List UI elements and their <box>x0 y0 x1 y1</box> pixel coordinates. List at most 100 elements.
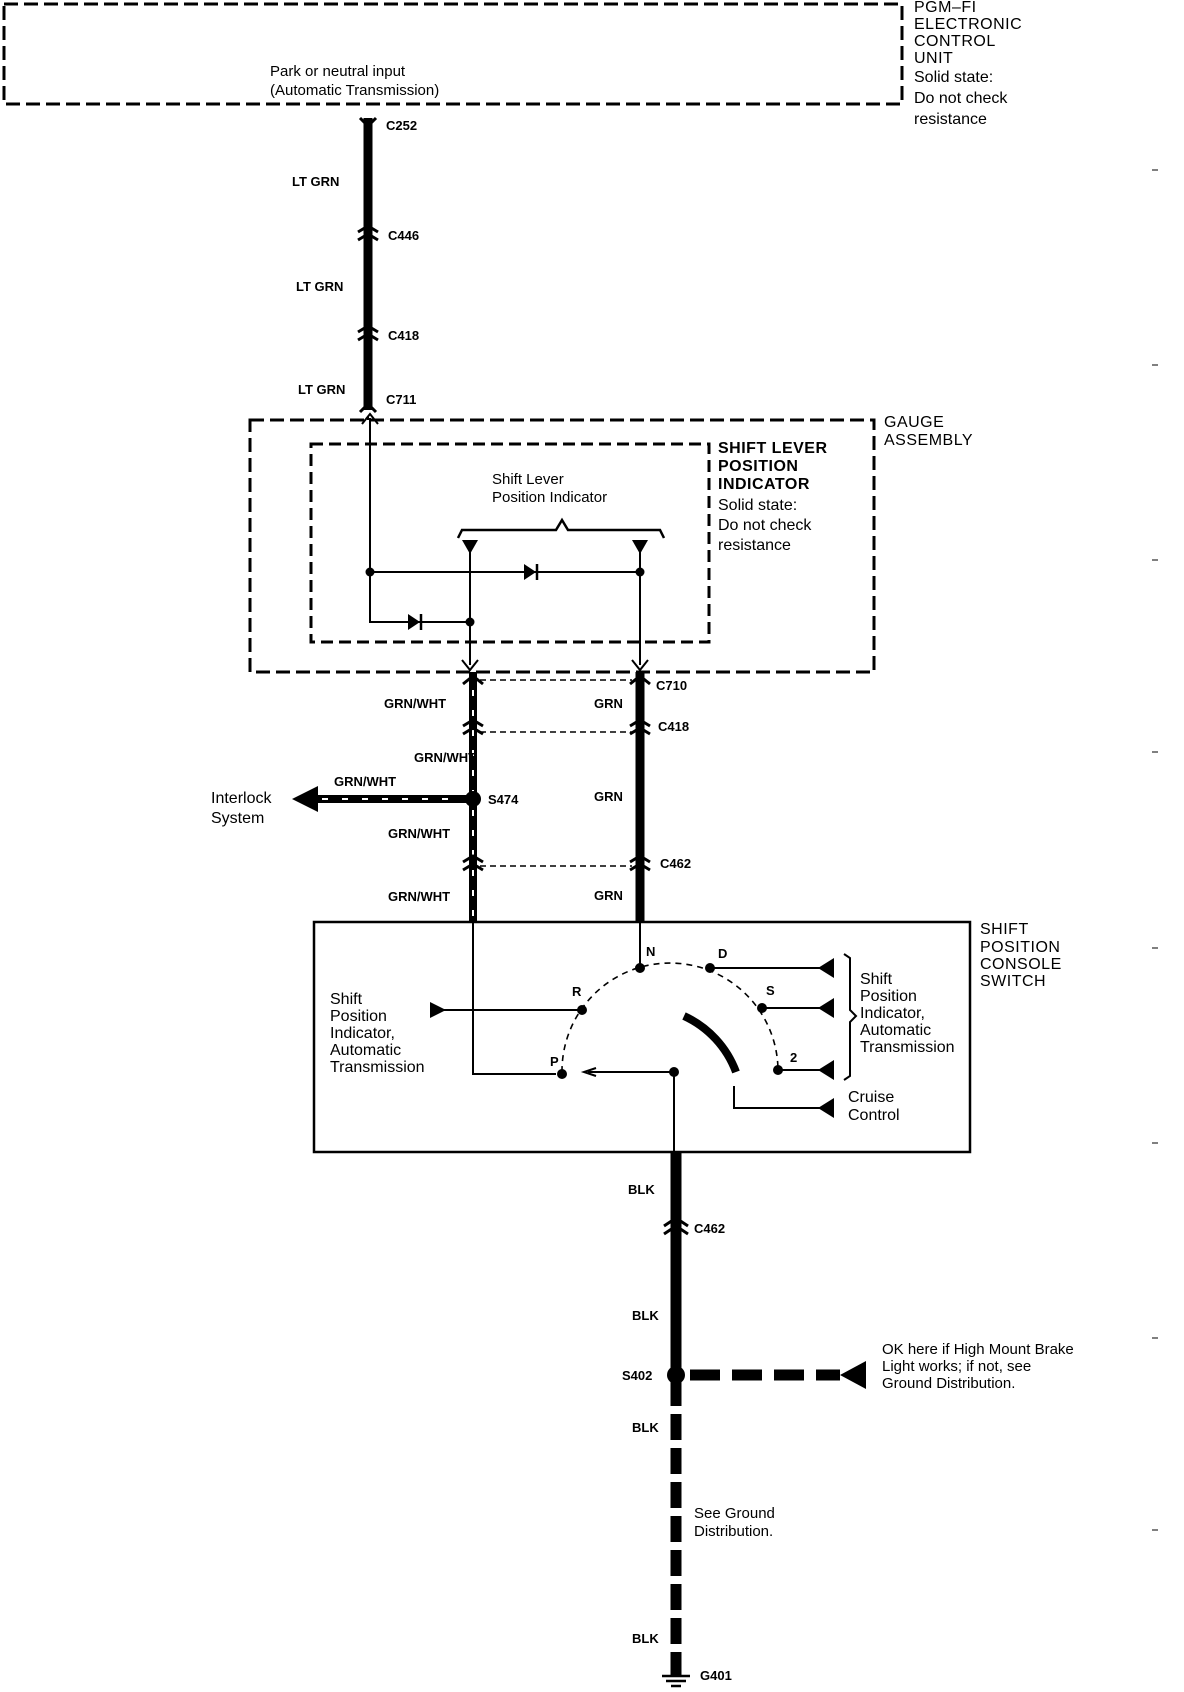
ground-dist-note-1: See Ground <box>694 1505 775 1522</box>
gauge-assembly-box <box>248 418 876 674</box>
position-dot-s <box>757 1003 767 1013</box>
console-switch-circuit <box>436 922 820 1152</box>
right-output-arrow-s-icon <box>818 998 834 1018</box>
splice-s402 <box>667 1366 685 1384</box>
connector-c462-low-label: C462 <box>694 1221 725 1236</box>
shift-lever-brace <box>456 517 666 539</box>
connector-c418-mid-label: C418 <box>658 719 689 734</box>
connector-c418-top-label: C418 <box>388 328 419 343</box>
ecu-name-1: PGM–FI <box>914 0 977 16</box>
ecu-input-label-1: Park or neutral input <box>270 63 406 80</box>
shift-lever-indicator-note-2: Do not check <box>718 517 812 534</box>
connector-c711 <box>358 401 378 414</box>
left-label-1: Shift <box>330 991 363 1008</box>
connector-c418-top <box>357 324 379 342</box>
wire-label-blk-4: BLK <box>632 1631 659 1646</box>
shift-lever-indicator-box <box>309 442 711 644</box>
position-label-n: N <box>646 944 655 959</box>
wire-label-blk-2: BLK <box>632 1308 659 1323</box>
right-label-1: Shift <box>860 971 893 988</box>
position-label-p: P <box>550 1054 559 1069</box>
right-label-4: Automatic <box>860 1022 931 1039</box>
wiper-pivot-dot <box>669 1067 679 1077</box>
cruise-label-1: Cruise <box>848 1089 894 1106</box>
shift-lever-inner-label-2: Position Indicator <box>492 489 607 506</box>
diode-lower-icon <box>408 614 423 630</box>
connector-c446 <box>357 224 379 242</box>
left-label-2: Position <box>330 1008 387 1025</box>
position-dot-n <box>635 963 645 973</box>
wiper-arrow-icon <box>580 1067 597 1077</box>
ecu-note-1: Solid state: <box>914 69 993 86</box>
shift-lever-indicator-name-3: INDICATOR <box>718 476 810 493</box>
wire-label-grn-wht-branch: GRN/WHT <box>334 774 396 789</box>
connector-c710 <box>462 674 651 686</box>
interlock-label-2: System <box>211 810 264 827</box>
console-switch: SHIFT POSITION CONSOLE SWITCH P R N D S <box>312 920 1062 1154</box>
console-switch-name-3: CONSOLE <box>980 956 1062 973</box>
connector-c462-mid-label: C462 <box>660 856 691 871</box>
junction-dot <box>465 617 475 627</box>
ground-g401-label: G401 <box>700 1668 732 1683</box>
wire-label-grn-wht-4: GRN/WHT <box>388 889 450 904</box>
position-label-2: 2 <box>790 1050 797 1065</box>
splice-s474 <box>465 791 481 807</box>
left-label-4: Automatic <box>330 1042 401 1059</box>
ecu-note-2: Do not check <box>914 90 1008 107</box>
connector-c252-label: C252 <box>386 118 417 133</box>
ecu-dashed-box <box>2 2 904 106</box>
connector-c446-label: C446 <box>388 228 419 243</box>
position-label-s: S <box>766 983 775 998</box>
left-label-5: Transmission <box>330 1059 425 1076</box>
lt-grn-wire-run: C252 LT GRN C446 LT GRN C418 LT GRN C711 <box>292 116 419 414</box>
wire-label-blk-1: BLK <box>628 1182 655 1197</box>
gauge-assembly-name-1: GAUGE <box>884 414 944 431</box>
connector-c462-mid <box>462 854 651 872</box>
shift-lever-indicator-note-1: Solid state: <box>718 497 797 514</box>
cruise-arrow-icon <box>818 1098 834 1118</box>
ecu-name-2: ELECTRONIC <box>914 16 1022 33</box>
ecu-component: Park or neutral input (Automatic Transmi… <box>2 0 1022 128</box>
right-brace <box>843 953 858 1081</box>
shift-lever-indicator-name-1: SHIFT LEVER <box>718 440 828 457</box>
wire-label-grn-wht-2: GRN/WHT <box>414 750 476 765</box>
gauge-assembly: GAUGE ASSEMBLY SHIFT LEVER POSITION INDI… <box>248 412 973 674</box>
shift-arc <box>561 962 779 1073</box>
right-label-3: Indicator, <box>860 1005 925 1022</box>
c711-inner-arrow <box>361 412 379 425</box>
margin-ticks <box>1152 169 1158 1531</box>
left-output-arrow-icon <box>430 1002 446 1018</box>
position-dot-2 <box>773 1065 783 1075</box>
brake-light-arrow-icon <box>840 1361 866 1389</box>
shift-lever-indicator-note-3: resistance <box>718 537 791 554</box>
ground-dist-note-2: Distribution. <box>694 1523 773 1540</box>
shift-lever-indicator-name-2: POSITION <box>718 458 798 475</box>
console-switch-name-2: POSITION <box>980 939 1060 956</box>
console-switch-name-4: SWITCH <box>980 973 1046 990</box>
right-label-2: Position <box>860 988 917 1005</box>
ecu-name-3: CONTROL <box>914 33 996 50</box>
shift-lever-inner-label-1: Shift Lever <box>492 471 564 488</box>
position-dot-d <box>705 963 715 973</box>
output-arrow-right-icon <box>631 659 649 672</box>
splice-s402-label: S402 <box>622 1368 652 1383</box>
indicator-terminal-right-icon <box>632 540 648 554</box>
wire-label-grn-1: GRN <box>594 696 623 711</box>
splice-s474-label: S474 <box>488 792 519 807</box>
position-label-r: R <box>572 984 582 999</box>
wire-label-grn-wht-3: GRN/WHT <box>388 826 450 841</box>
left-label-3: Indicator, <box>330 1025 395 1042</box>
ecu-name-4: UNIT <box>914 50 953 67</box>
connector-c418-mid <box>462 718 651 736</box>
ground-symbol-icon <box>662 1674 690 1688</box>
brake-light-note-1: OK here if High Mount Brake <box>882 1341 1074 1358</box>
output-arrow-left-icon <box>461 659 479 672</box>
indicator-terminal-left-icon <box>462 540 478 554</box>
wire-label-lt-grn-3: LT GRN <box>298 382 345 397</box>
mid-wire-section: C710 GRN/WHT GRN C418 GRN/WHT S474 GRN/W… <box>211 672 691 922</box>
console-switch-box <box>312 920 972 1154</box>
position-dot-r <box>577 1005 587 1015</box>
brake-light-note-3: Ground Distribution. <box>882 1375 1015 1392</box>
position-label-d: D <box>718 946 727 961</box>
